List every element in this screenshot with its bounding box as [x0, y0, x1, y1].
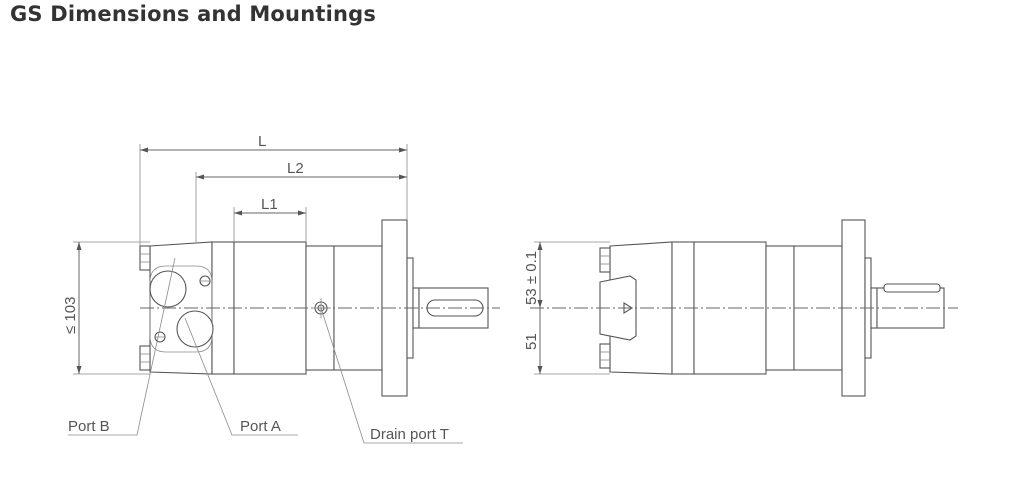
port-b-leader [68, 257, 176, 436]
port-b-label: Port B [68, 418, 110, 435]
drain-port-leader [320, 307, 463, 444]
page-title: GS Dimensions and Mountings [10, 2, 377, 26]
cover-bolt-bottom [139, 345, 151, 371]
top-view-dimensions [534, 241, 610, 375]
top-view [530, 219, 958, 397]
port-a-leader [184, 317, 298, 436]
dim-label-height: ≤ 103 [62, 297, 79, 334]
side-view [68, 219, 500, 444]
dim-label-upper: 53 ± 0.1 [523, 251, 540, 305]
dim-label-L2: L2 [287, 160, 304, 177]
port-a-circle [176, 310, 214, 348]
top-cover-bolt-bottom [599, 343, 611, 369]
dim-label-L1: L1 [261, 196, 278, 213]
side-view-dimensions [73, 144, 408, 375]
port-a-label: Port A [240, 418, 281, 435]
top-shaft-key [883, 283, 941, 293]
drain-port-label: Drain port T [370, 426, 449, 443]
dim-label-lower: 51 [523, 333, 540, 350]
cover-bolt-top [139, 245, 151, 271]
dim-label-L: L [258, 133, 266, 150]
top-cover-bolt-top [599, 247, 611, 273]
